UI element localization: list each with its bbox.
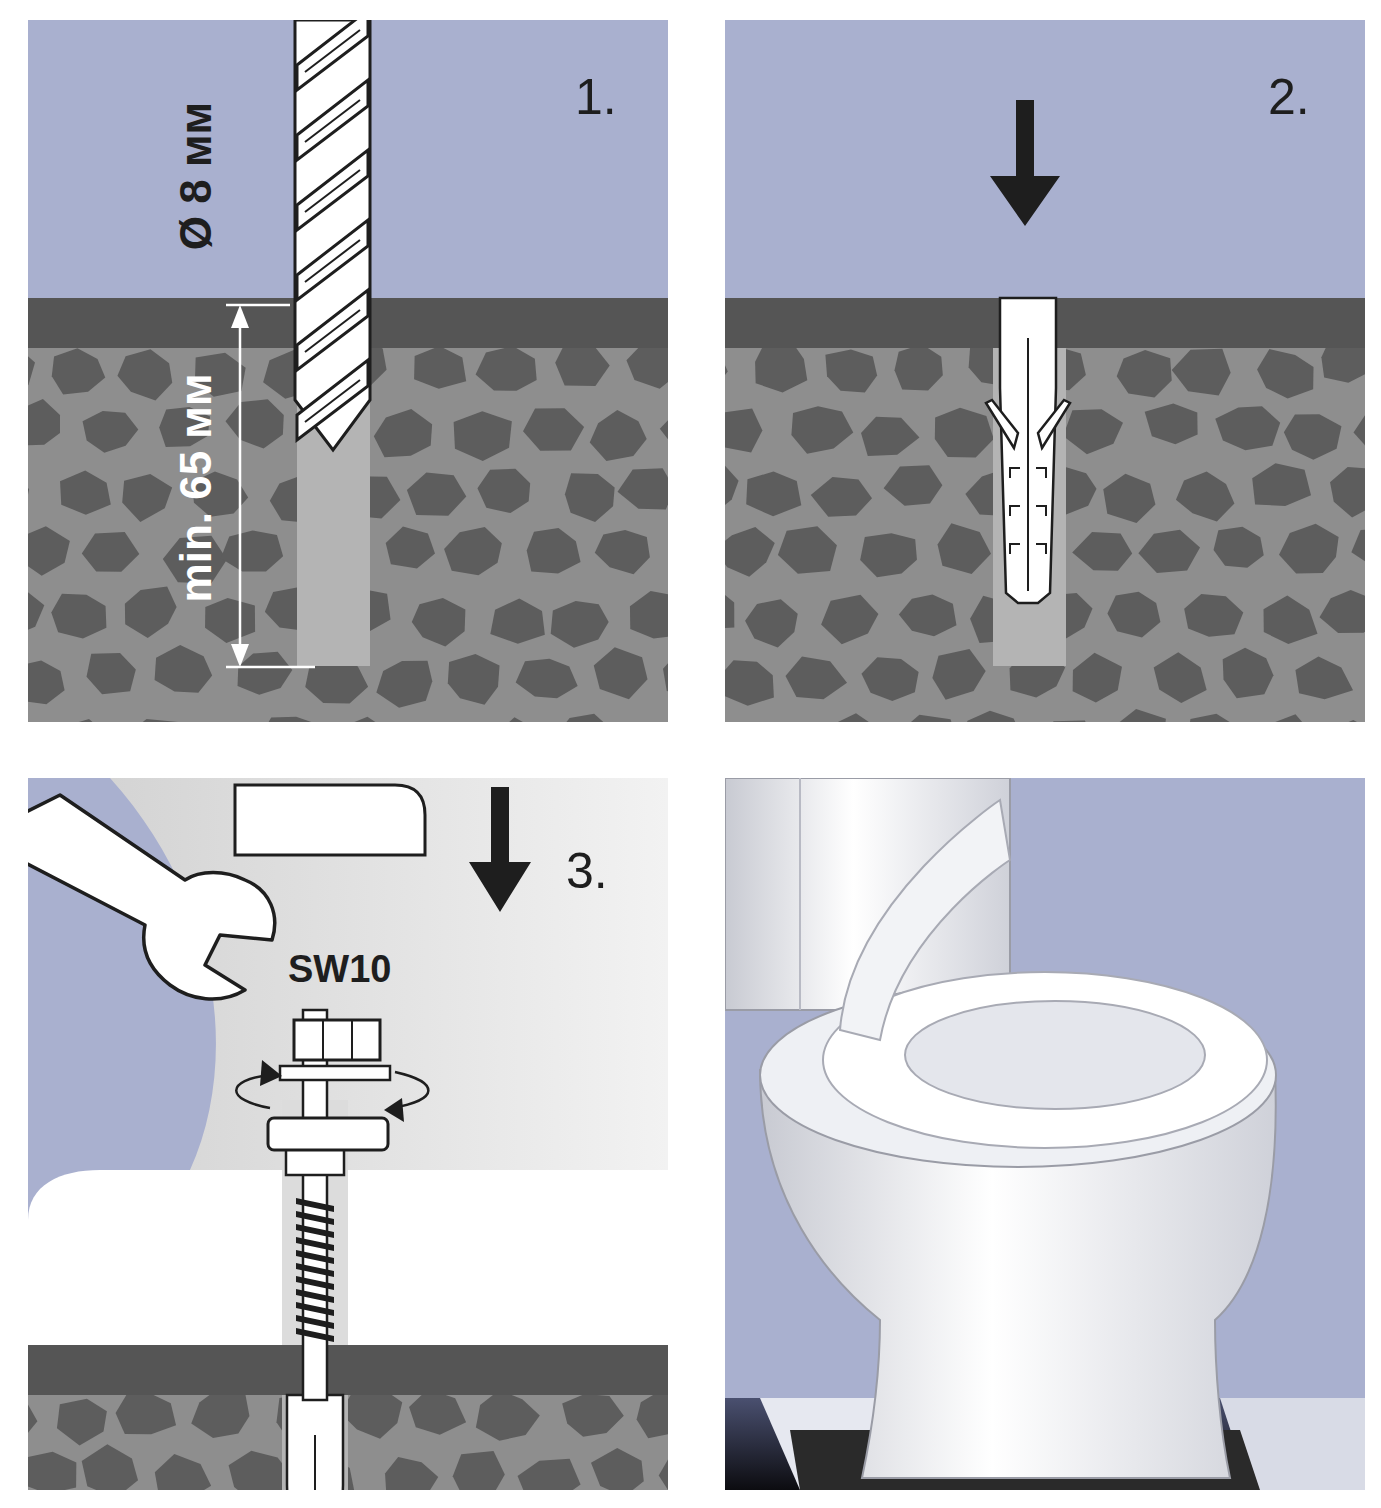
step-number: 1. <box>575 72 617 122</box>
panel-bolt <box>28 778 668 1490</box>
step-number: 3. <box>566 846 608 896</box>
panel-drill <box>28 20 668 722</box>
step-number: 2. <box>1268 72 1310 122</box>
panel-toilet <box>725 778 1365 1490</box>
panel-dowel <box>725 20 1365 722</box>
drill-diameter: Ø 8 мм <box>174 102 218 250</box>
drill-depth: min. 65 мм <box>174 374 218 603</box>
wrench-size: SW10 <box>288 950 391 988</box>
